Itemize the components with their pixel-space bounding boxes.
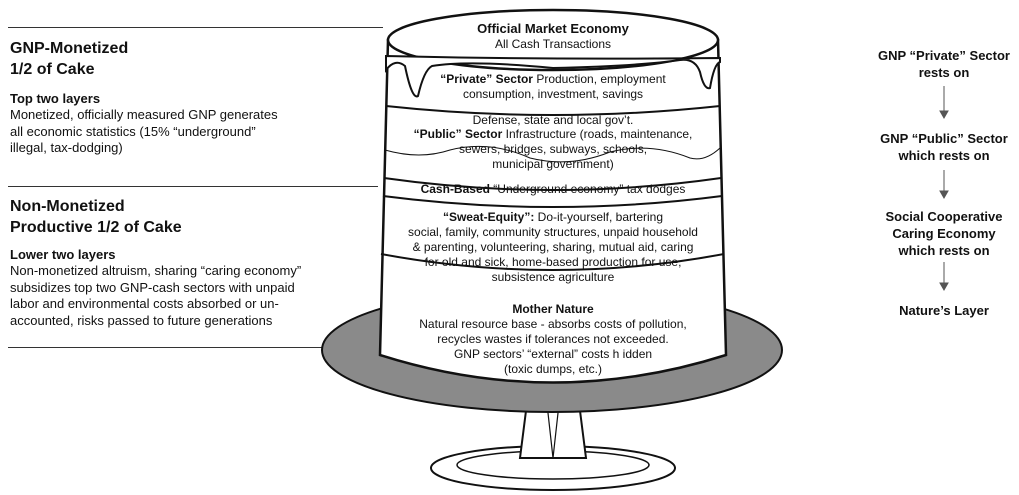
nature-line-1: Natural resource base - absorbs costs of… bbox=[419, 317, 686, 331]
nature-line-4: (toxic dumps, etc.) bbox=[504, 362, 602, 376]
nature-title: Mother Nature bbox=[512, 302, 594, 316]
right-item-line: GNP “Public” Sector bbox=[880, 131, 1008, 146]
right-item-public: GNP “Public” Sector which rests on bbox=[844, 130, 1019, 164]
layer-line-underground bbox=[383, 177, 722, 191]
sweat-line-2: social, family, community structures, un… bbox=[408, 225, 698, 239]
private-rest: Production, employment bbox=[533, 72, 666, 86]
non-monetized-line: Non-monetized altruism, sharing “caring … bbox=[10, 263, 302, 278]
nature-line-2: recycles wastes if tolerances not exceed… bbox=[437, 332, 668, 346]
cake-top-title: Official Market Economy bbox=[477, 21, 629, 36]
public-line-2: “Public” Sector Infrastructure (roads, m… bbox=[414, 127, 693, 141]
sweat-line-1: “Sweat-Equity”: Do-it-yourself, barterin… bbox=[443, 210, 663, 224]
non-monetized-title: Non-Monetized bbox=[10, 198, 125, 215]
layer-line-private bbox=[385, 105, 721, 116]
right-arrows bbox=[939, 86, 949, 292]
right-item-line: which rests on bbox=[898, 148, 990, 163]
right-item-line: Nature’s Layer bbox=[899, 303, 989, 318]
middle-rule bbox=[8, 186, 378, 187]
right-item-caring: Social Cooperative Caring Economy which … bbox=[844, 208, 1019, 259]
public-line-1: Defense, state and local gov’t. bbox=[473, 113, 634, 127]
sweat-bold: “Sweat-Equity”: bbox=[443, 210, 534, 224]
layer-line-sweat bbox=[382, 195, 723, 208]
non-monetized-subtitle: Productive 1/2 of Cake bbox=[10, 219, 182, 236]
sweat-line-4: for old and sick, home-based production … bbox=[425, 255, 682, 269]
cake-body bbox=[378, 38, 728, 384]
public-line-4: municipal government) bbox=[492, 157, 613, 171]
nature-line-3: GNP sectors’ “external” costs h idden bbox=[454, 347, 652, 361]
cake-top-subtitle: All Cash Transactions bbox=[495, 37, 611, 51]
non-monetized-line: accounted, risks passed to future genera… bbox=[10, 312, 273, 328]
private-line-1: “Private” Sector Production, employment bbox=[440, 72, 666, 86]
top-rule bbox=[8, 27, 383, 28]
stand-stem-facet bbox=[545, 394, 561, 459]
sweat-line-3: & parenting, volunteering, sharing, mutu… bbox=[413, 240, 694, 254]
underground-bold: Cash-Based bbox=[421, 182, 490, 196]
bottom-rule bbox=[8, 347, 383, 348]
monetized-block: GNP-Monetized 1/2 of Cake Top two layers… bbox=[10, 38, 380, 157]
underground-line: Cash-Based “Underground economy” tax dod… bbox=[421, 182, 686, 196]
private-bold: “Private” Sector bbox=[440, 72, 533, 86]
sweat-rest: Do-it-yourself, bartering bbox=[534, 210, 663, 224]
underground-rest: “Underground economy” tax dodges bbox=[490, 182, 685, 196]
monetized-subtitle: 1/2 of Cake bbox=[10, 61, 95, 78]
right-item-line: rests on bbox=[918, 65, 970, 80]
non-monetized-block: Non-Monetized Productive 1/2 of Cake Low… bbox=[10, 196, 380, 329]
right-item-line: Caring Economy bbox=[892, 226, 996, 241]
layer-line-nature bbox=[380, 253, 725, 271]
monetized-title: GNP-Monetized bbox=[10, 40, 129, 57]
monetized-line: Monetized, officially measured GNP gener… bbox=[10, 107, 278, 122]
non-monetized-heading: Lower two layers bbox=[10, 247, 116, 262]
icing-drip bbox=[385, 54, 721, 98]
non-monetized-line: subsidizes top two GNP-cash sectors with… bbox=[10, 279, 295, 295]
public-line-3: sewers, bridges, subways, schools, bbox=[459, 142, 647, 156]
right-item-line: GNP “Private” Sector bbox=[878, 48, 1010, 63]
monetized-line: all economic statistics (15% “undergroun… bbox=[10, 123, 256, 139]
monetized-heading: Top two layers bbox=[10, 91, 101, 106]
sweat-line-5: subsistence agriculture bbox=[492, 270, 615, 284]
right-item-line: which rests on bbox=[898, 243, 990, 258]
right-item-nature: Nature’s Layer bbox=[844, 302, 1019, 319]
right-item-line: Social Cooperative bbox=[885, 209, 1003, 224]
cake-top bbox=[386, 8, 720, 72]
monetized-line: illegal, tax-dodging) bbox=[10, 140, 123, 155]
public-rest: Infrastructure (roads, maintenance, bbox=[502, 127, 692, 141]
layer-line-public-wavy bbox=[384, 145, 721, 163]
private-line-2: consumption, investment, savings bbox=[463, 87, 643, 101]
public-bold: “Public” Sector bbox=[414, 127, 503, 141]
right-item-private: GNP “Private” Sector rests on bbox=[844, 47, 1019, 81]
non-monetized-line: labor and environmental costs absorbed o… bbox=[10, 296, 279, 311]
